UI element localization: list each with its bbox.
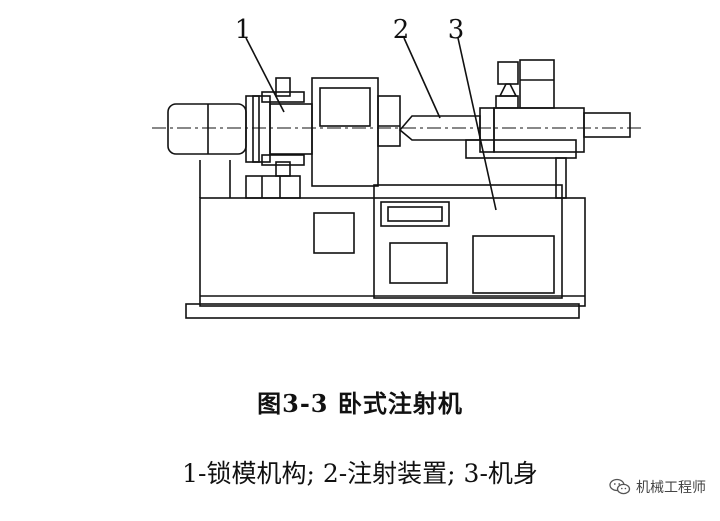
leader-line-3 [457,37,497,211]
callout-label-3: 3 [448,15,465,45]
wechat-icon [609,478,631,495]
watermark: 机械工程师 [609,476,706,498]
callout-label-1: 1 [235,15,252,45]
leader-line-1 [245,37,285,113]
figure-caption-legend: 1-锁模机构; 2-注射装置; 3-机身 [182,459,538,488]
figure-caption-title: 图3-3 卧式注射机 [257,389,463,418]
leader-line-2 [403,37,441,119]
callout-label-2: 2 [393,15,410,45]
clamping-unit [167,77,401,199]
watermark-text: 机械工程师 [636,480,706,496]
injection-unit [398,59,631,199]
machine-bed [185,184,586,319]
